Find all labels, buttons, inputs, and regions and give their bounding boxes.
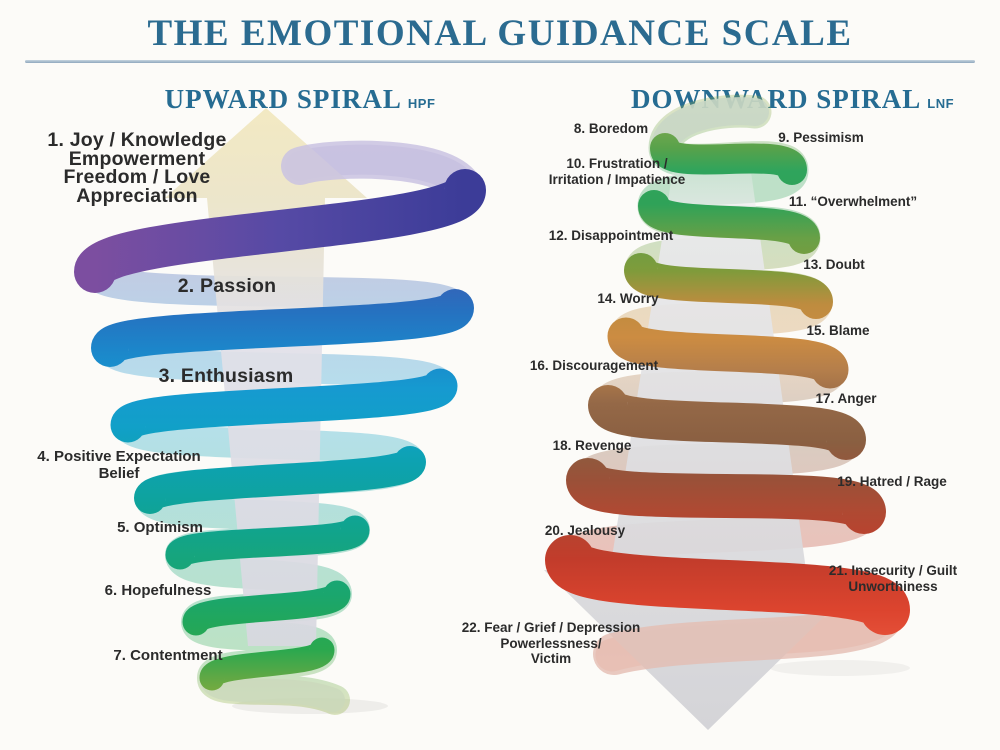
emotion-label-line: Irritation / Impatience	[548, 171, 686, 187]
emotion-label-line: 3. Enthusiasm	[158, 365, 294, 387]
emotion-label-5: 5. Optimism	[117, 519, 203, 536]
downward-spiral-graphic	[544, 94, 910, 730]
emotion-label-20: 20. Jealousy	[545, 523, 625, 539]
emotion-label-line: 5. Optimism	[117, 519, 203, 536]
title-underline	[25, 60, 975, 63]
downward-spiral-front-ribbon-1	[650, 133, 807, 185]
page-title: THE EMOTIONAL GUIDANCE SCALE	[147, 13, 853, 54]
upward-spiral-graphic	[74, 108, 486, 715]
emotion-label-line: Powerlessness/	[500, 635, 602, 651]
emotion-label-1: 1. Joy / Knowledge Empowerment Freedom /…	[47, 131, 226, 205]
emotion-label-line: 15. Blame	[806, 323, 870, 338]
upward-spiral-front-ribbon-3	[110, 368, 458, 443]
upward-spiral-heading: UPWARD SPIRAL HPF	[110, 84, 490, 115]
emotion-label-line: 4. Positive Expectation	[37, 448, 201, 465]
downward-spiral-front-ribbon-7	[545, 535, 910, 635]
downward-spiral-front-ribbon-4	[607, 317, 849, 389]
emotion-label-line: 22. Fear / Grief / Depression	[461, 620, 641, 635]
upward-heading-text: UPWARD SPIRAL	[164, 84, 402, 114]
emotion-label-2: 2. Passion	[178, 277, 276, 296]
upward-spiral-front-ribbon-6	[182, 580, 351, 636]
emotion-label-line: 12. Disappointment	[548, 228, 674, 243]
emotion-label-16: 16. Discouragement	[530, 358, 658, 374]
emotion-label-7: 7. Contentment	[113, 647, 222, 664]
emotion-label-line: 19. Hatred / Rage	[837, 474, 947, 489]
downward-spiral-front-ribbon-2	[638, 190, 820, 254]
emotion-label-line: 14. Worry	[597, 291, 659, 306]
emotion-label-15: 15. Blame	[806, 323, 869, 339]
right-spiral-shadow	[770, 660, 910, 676]
emotion-label-line: Unworthiness	[848, 578, 938, 594]
emotion-label-line: 18. Revenge	[552, 438, 632, 453]
emotion-label-4: 4. Positive Expectation Belief	[37, 448, 200, 482]
emotion-label-13: 13. Doubt	[803, 257, 865, 273]
emotion-label-17: 17. Anger	[815, 391, 876, 407]
emotion-label-12: 12. Disappointment	[549, 228, 674, 244]
emotion-label-9: 9. Pessimism	[778, 130, 864, 146]
emotion-label-18: 18. Revenge	[553, 438, 632, 454]
upward-spiral-front-ribbon-4	[134, 446, 426, 514]
downward-spiral-front-ribbon-5	[588, 385, 866, 460]
upward-spiral-front-ribbon-1	[74, 169, 486, 293]
emotion-label-6: 6. Hopefulness	[105, 582, 212, 599]
emotion-label-22: 22. Fear / Grief / Depression Powerlessn…	[462, 620, 641, 667]
emotion-label-line: 16. Discouragement	[529, 358, 659, 373]
hpf-tag: HPF	[407, 96, 436, 111]
lnf-tag: LNF	[927, 96, 955, 111]
emotion-label-line: 13. Doubt	[803, 257, 865, 272]
emotion-label-line: 20. Jealousy	[544, 523, 626, 538]
emotion-label-line: 10. Frustration /	[566, 156, 668, 171]
emotion-label-line: 1. Joy / Knowledge	[47, 129, 227, 151]
emotion-label-line: Victim	[530, 651, 572, 667]
downward-spiral-front-ribbon-3	[624, 253, 833, 319]
emotion-label-line: Belief	[98, 465, 140, 482]
emotion-label-line: 7. Contentment	[113, 647, 223, 664]
emotion-label-line: 8. Boredom	[573, 121, 649, 136]
emotion-label-line: 2. Passion	[177, 275, 277, 297]
emotion-label-11: 11. “Overwhelment”	[789, 194, 917, 210]
emotion-label-line: Empowerment	[68, 147, 206, 170]
emotion-label-21: 21. Insecurity / Guilt Unworthiness	[829, 563, 957, 594]
emotion-label-line: 17. Anger	[815, 391, 877, 406]
emotion-label-19: 19. Hatred / Rage	[837, 474, 947, 490]
downward-spiral-front-ribbon-6	[566, 458, 886, 534]
upward-spiral-front-ribbon-2	[91, 289, 474, 367]
emotion-label-14: 14. Worry	[597, 291, 658, 307]
emotion-label-3: 3. Enthusiasm	[159, 367, 294, 386]
emotion-label-line: 6. Hopefulness	[104, 582, 212, 599]
upward-spiral-front-ribbon-5	[165, 515, 370, 570]
emotion-label-line: 9. Pessimism	[778, 130, 864, 145]
emotion-label-line: Appreciation	[76, 184, 198, 207]
emotion-label-line: Freedom / Love	[63, 166, 211, 188]
upward-spiral-front-ribbon-7	[199, 637, 335, 691]
emotion-label-8: 8. Boredom	[574, 121, 648, 137]
emotion-label-line: 11. “Overwhelment”	[788, 194, 918, 209]
emotion-label-line: 21. Insecurity / Guilt	[828, 563, 958, 578]
emotion-label-10: 10. Frustration / Irritation / Impatienc…	[549, 156, 686, 187]
